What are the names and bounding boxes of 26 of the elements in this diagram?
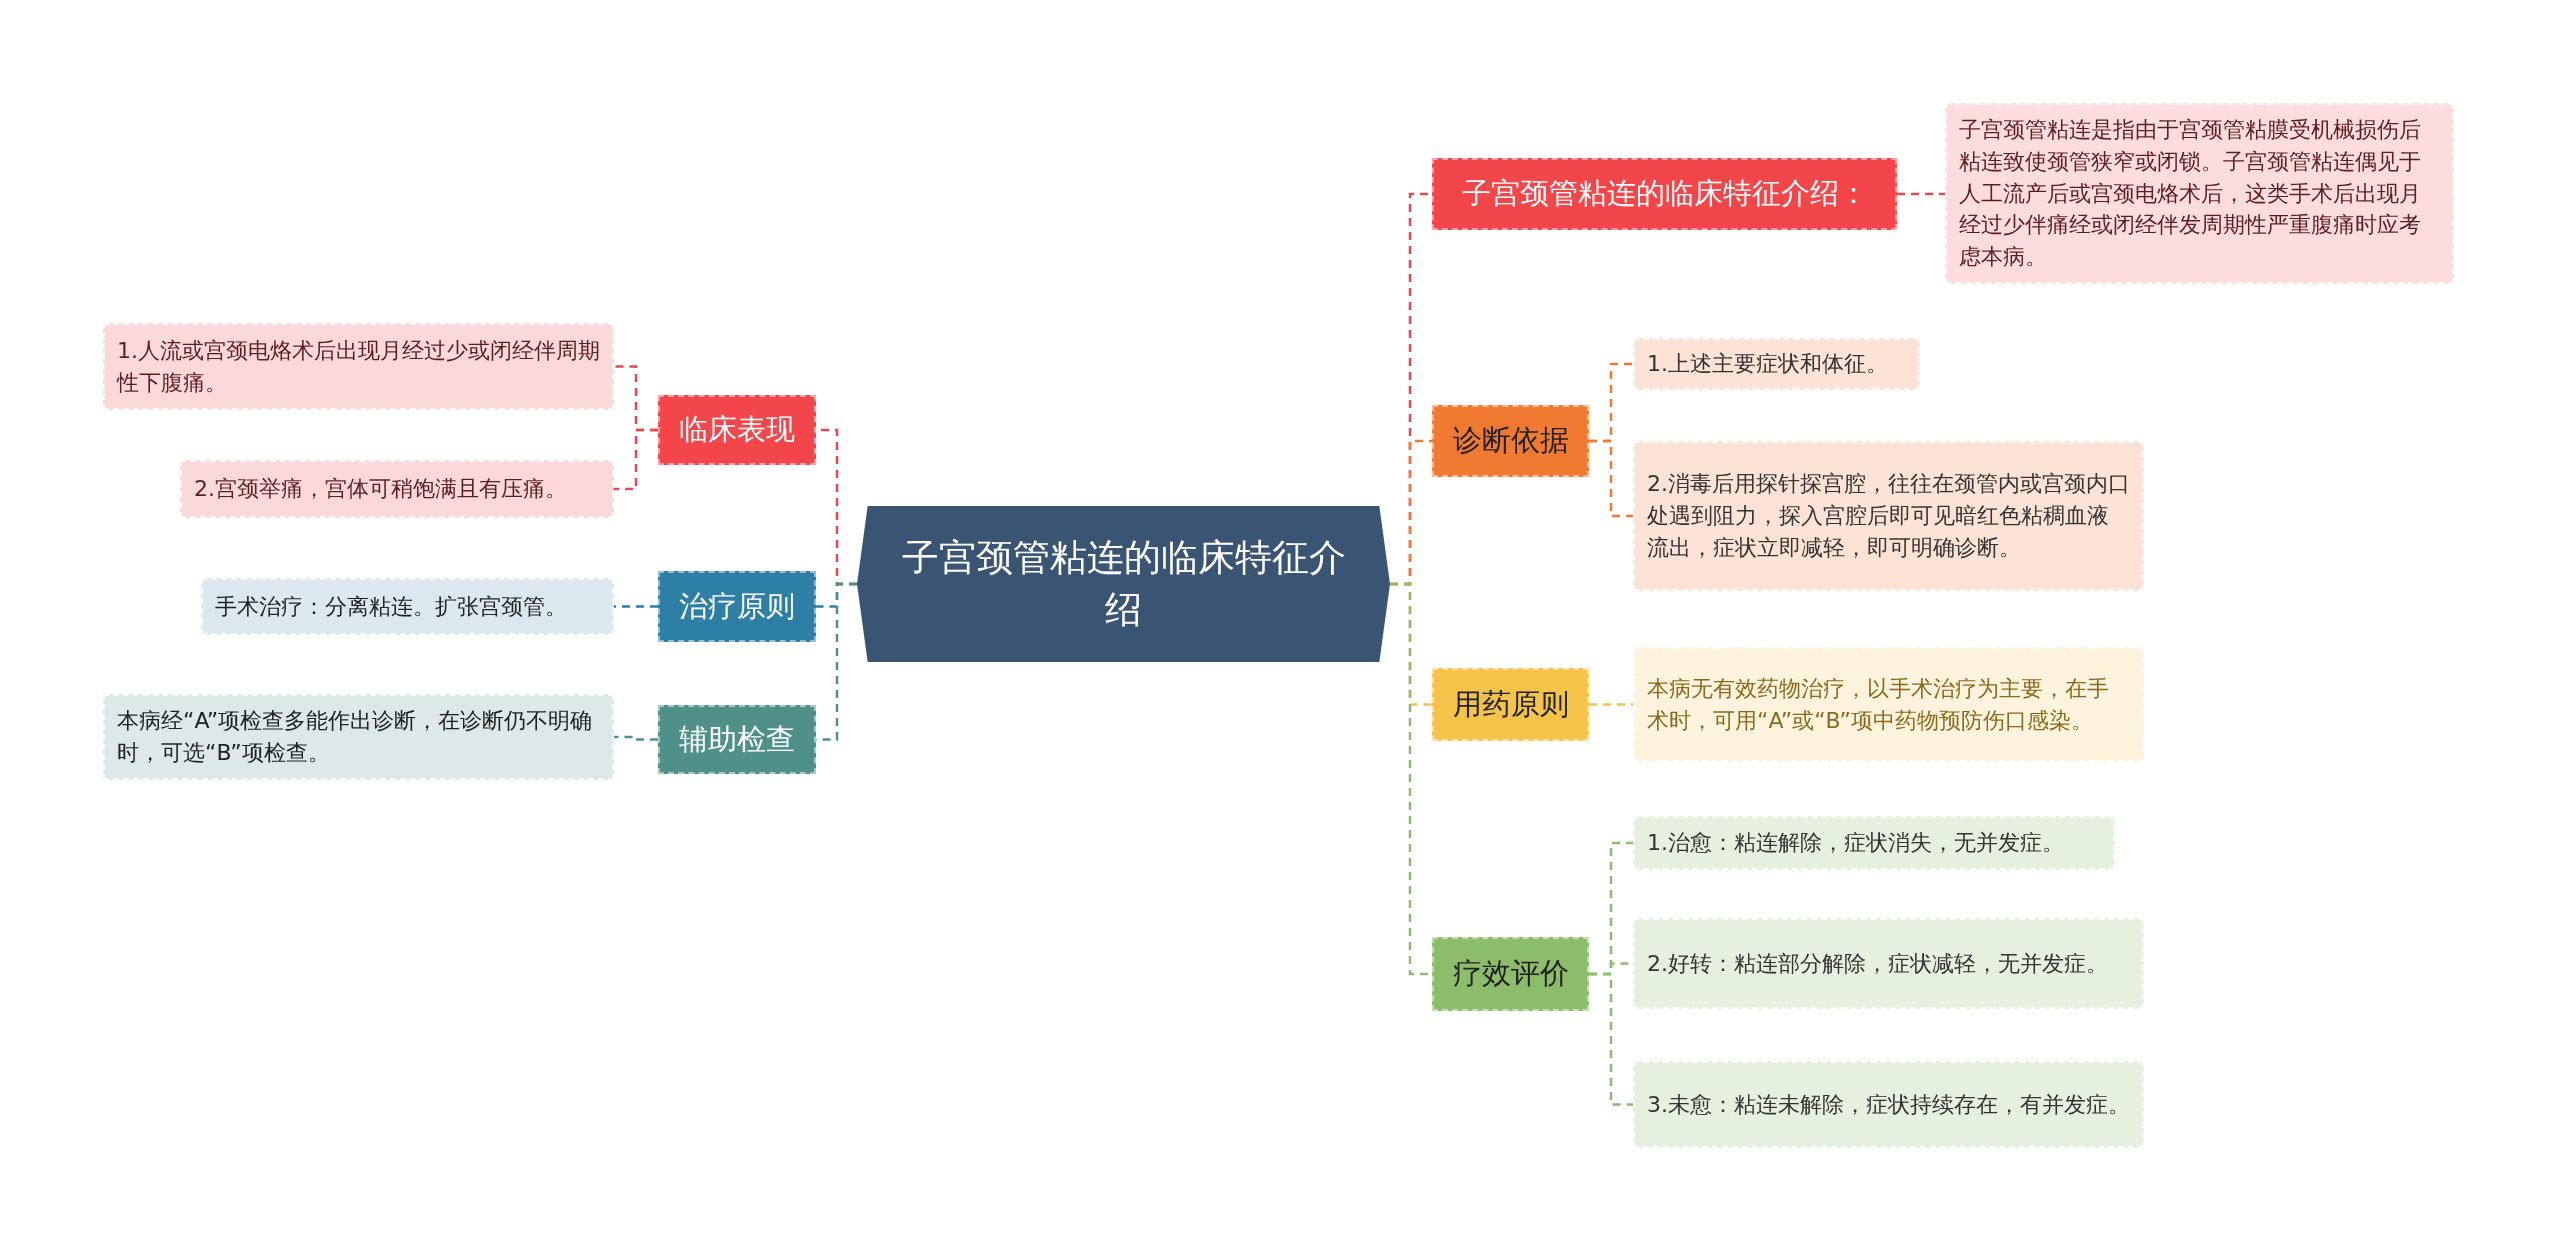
detail-note: 2.好转：粘连部分解除，症状减轻，无并发症。 [1633, 918, 2144, 1009]
detail-note: 本病无有效药物治疗，以手术治疗为主要，在手术时，可用“A”或“B”项中药物预防伤口感染。 [1633, 647, 2144, 762]
detail-note: 2.消毒后用探针探宫腔，往往在颈管内或宫颈内口处遇到阻力，探入宫腔后即可见暗红色粘稠血液流出，症状立即减轻，即可明确诊断。 [1633, 441, 2144, 591]
connector-line [612, 605, 658, 608]
branch-topic: 治疗原则 [658, 571, 816, 642]
connector-line [614, 735, 658, 741]
detail-note: 1.治愈：粘连解除，症状消失，无并发症。 [1633, 816, 2115, 870]
detail-note: 手术治疗：分离粘连。扩张宫颈管。 [201, 578, 614, 635]
connector-line [1589, 703, 1635, 706]
branch-topic: 疗效评价 [1432, 937, 1589, 1011]
branch-topic: 诊断依据 [1432, 405, 1589, 477]
detail-note: 子宫颈管粘连是指由于宫颈管粘膜受机械损伤后粘连致使颈管狭窄或闭锁。子宫颈管粘连偶见于人工流产后或宫颈电烙术后，这类手术后出现月经过少伴痛经或闭经伴发周期性严重腹痛时应考虑本病。 [1945, 103, 2454, 284]
branch-topic: 子宫颈管粘连的临床特征介绍： [1432, 158, 1897, 230]
branch-topic: 临床表现 [658, 395, 816, 465]
connector-line [614, 428, 658, 491]
connector-line [1589, 972, 1633, 1106]
connector-line [1589, 439, 1633, 518]
branch-topic: 用药原则 [1432, 668, 1589, 741]
topic-title: 子宫颈管粘连的临床特征介绍 [900, 535, 1347, 633]
branch-topic: 辅助检查 [658, 705, 816, 774]
detail-note: 2.宫颈举痛，宫体可稍饱满且有压痛。 [180, 460, 614, 518]
connector-line [1897, 192, 1947, 196]
detail-note: 3.未愈：粘连未解除，症状持续存在，有并发症。 [1633, 1061, 2144, 1148]
detail-note: 本病经“A”项检查多能作出诊断，在诊断仍不明确时，可选“B”项检查。 [103, 694, 614, 780]
detail-note: 1.上述主要症状和体征。 [1633, 338, 1920, 390]
detail-note: 1.人流或宫颈电烙术后出现月经过少或闭经伴周期性下腹痛。 [103, 323, 614, 410]
